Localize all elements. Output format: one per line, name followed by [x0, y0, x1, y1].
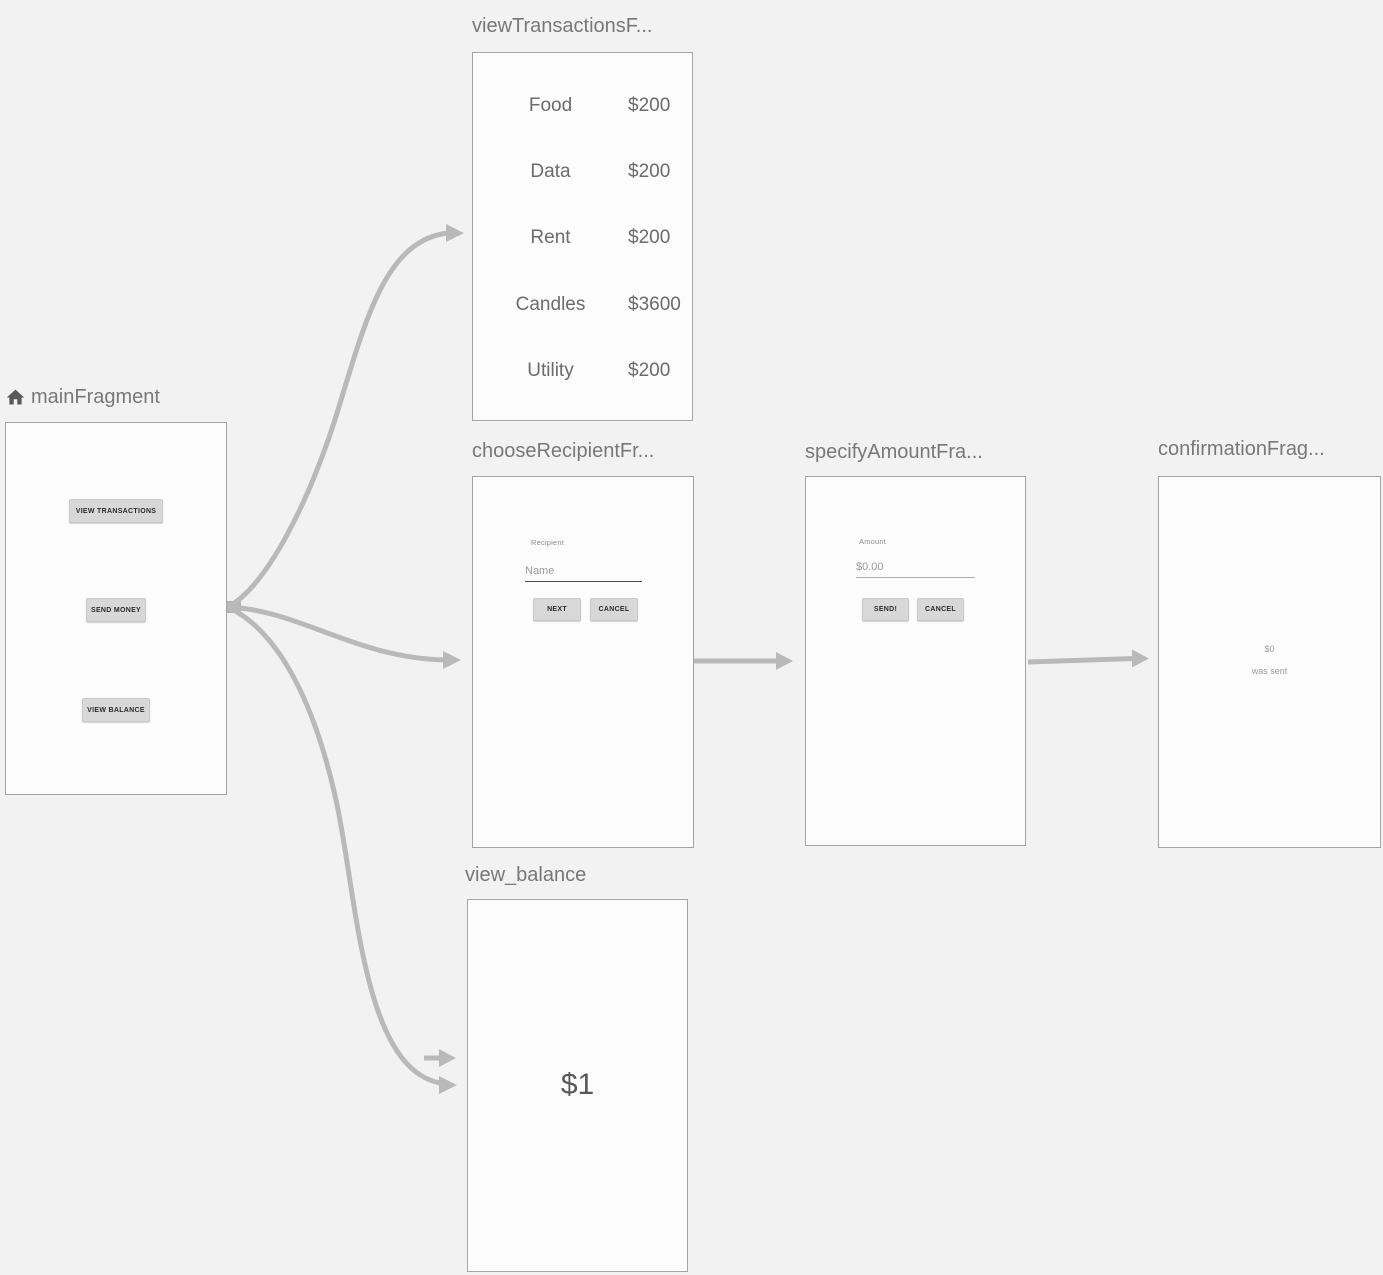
fragment-label-view-balance[interactable]: view_balance [465, 864, 586, 887]
balance-amount-text: $1 [560, 1068, 595, 1101]
transaction-category: Food [528, 95, 573, 116]
fragment-title-view-transactions: viewTransactionsF... [472, 15, 653, 37]
fragment-preview-view-transactions[interactable]: Food $200 Data $200 Rent $200 Candles $3… [472, 52, 693, 421]
transaction-category: Rent [530, 227, 571, 248]
action-arrow-recipient-to-amount[interactable] [694, 652, 793, 670]
send-button: SEND! [862, 598, 909, 621]
home-icon [6, 389, 25, 405]
fragment-label-main[interactable]: mainFragment [5, 386, 160, 409]
transaction-category: Utility [527, 360, 574, 381]
view-transactions-button: VIEW TRANSACTIONS [69, 499, 163, 523]
action-arrow-to-view-transactions[interactable] [226, 224, 464, 610]
fragment-preview-view-balance[interactable]: $1 [467, 899, 688, 1272]
amount-input-underline [856, 577, 975, 578]
next-button: NEXT [533, 598, 581, 621]
view-balance-button: VIEW BALANCE [82, 698, 150, 722]
fragment-preview-confirmation[interactable]: $0 was sent [1158, 476, 1381, 848]
fragment-label-specify-amount[interactable]: specifyAmountFra... [805, 441, 983, 464]
cancel-button: CANCEL [590, 598, 638, 621]
transaction-amount: $200 [628, 95, 671, 116]
cancel-button: CANCEL [917, 598, 964, 621]
transaction-row: Data $200 [473, 159, 692, 185]
fragment-preview-specify-amount[interactable]: Amount $0.00 SEND! CANCEL [805, 476, 1026, 846]
amount-field-label: Amount [859, 537, 887, 546]
fragment-label-confirmation[interactable]: confirmationFrag... [1158, 438, 1325, 461]
action-arrow-stub-view-balance[interactable] [424, 1049, 456, 1067]
transaction-amount: $200 [628, 227, 671, 248]
confirmation-amount-text: $0 [1264, 644, 1275, 654]
transaction-category: Candles [515, 294, 586, 315]
transaction-amount: $200 [628, 161, 671, 182]
action-arrow-to-view-balance[interactable] [226, 604, 457, 1094]
action-arrow-to-choose-recipient[interactable] [227, 604, 461, 669]
transaction-amount: $3600 [628, 294, 681, 315]
transaction-row: Rent $200 [473, 225, 692, 251]
action-arrow-amount-to-confirmation[interactable] [1027, 649, 1149, 668]
recipient-name-input: Name [525, 565, 555, 577]
amount-input: $0.00 [856, 561, 884, 573]
fragment-preview-main[interactable]: VIEW TRANSACTIONS SEND MONEY VIEW BALANC… [5, 422, 227, 795]
transaction-amount: $200 [628, 360, 671, 381]
transaction-category: Data [530, 161, 571, 182]
fragment-label-choose-recipient[interactable]: chooseRecipientFr... [472, 440, 654, 463]
transaction-row: Candles $3600 [473, 292, 692, 318]
fragment-preview-choose-recipient[interactable]: Recipient Name NEXT CANCEL [472, 476, 694, 848]
fragment-title-specify-amount: specifyAmountFra... [805, 441, 983, 463]
fragment-title-confirmation: confirmationFrag... [1158, 438, 1325, 460]
transaction-row: Utility $200 [473, 358, 692, 384]
fragment-title-view-balance: view_balance [465, 864, 587, 886]
recipient-input-underline [525, 581, 642, 582]
fragment-title-main: mainFragment [31, 386, 160, 408]
send-money-button: SEND MONEY [86, 598, 146, 622]
transaction-row: Food $200 [473, 93, 692, 119]
fragment-label-view-transactions[interactable]: viewTransactionsF... [472, 15, 652, 38]
confirmation-message-text: was sent [1251, 666, 1288, 676]
fragment-title-choose-recipient: chooseRecipientFr... [472, 440, 655, 462]
recipient-field-label: Recipient [531, 538, 565, 547]
